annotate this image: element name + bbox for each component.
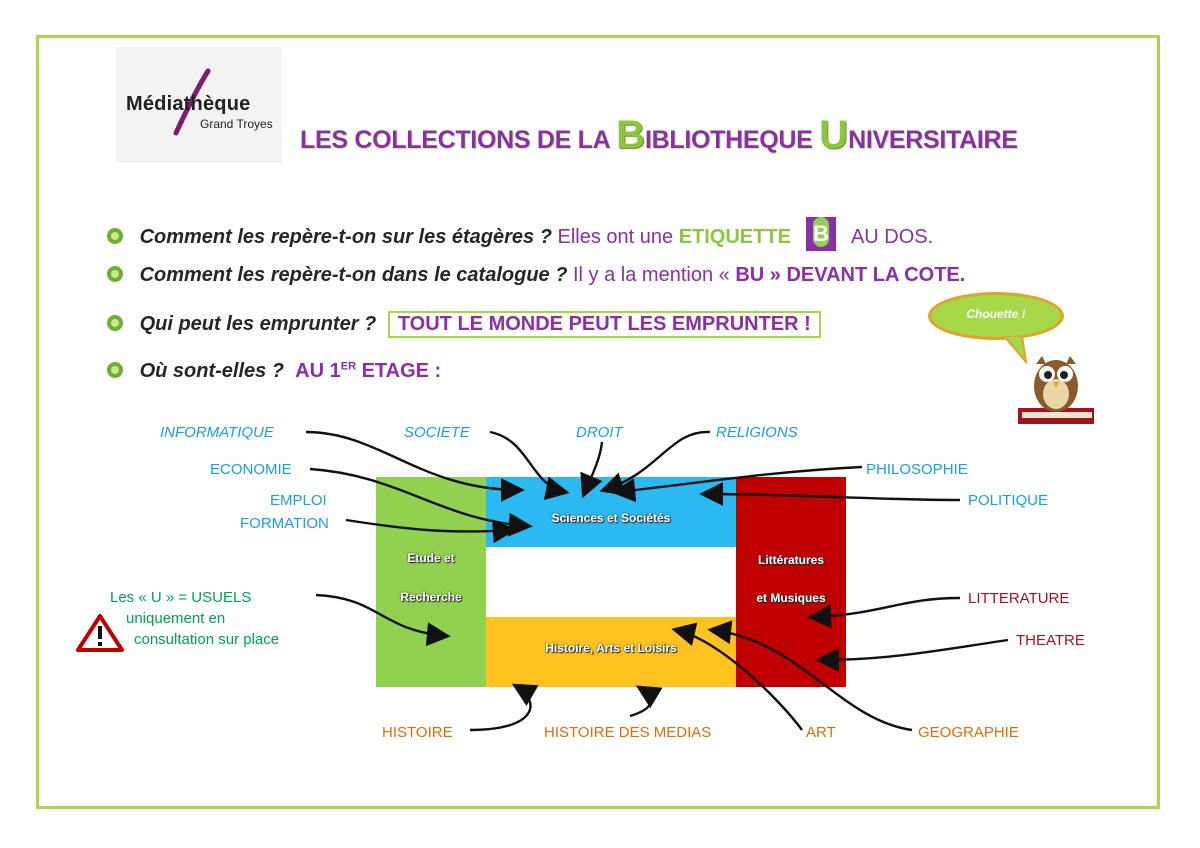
- label-philosophie: PHILOSOPHIE: [866, 461, 968, 478]
- arrow-informatique: [305, 430, 525, 502]
- label-politique: POLITIQUE: [968, 492, 1049, 509]
- answer-text-end: » DEVANT LA COTE.: [769, 264, 966, 286]
- question-line-shelves: Comment les repère-t-on sur les étagères…: [106, 215, 933, 253]
- speech-bubble-tail-icon: [1002, 336, 1028, 364]
- arrow-histoire: [469, 683, 539, 732]
- label-histoire: HISTOIRE: [382, 724, 453, 741]
- block-litteratures-label-1: Littératures: [757, 553, 825, 567]
- arrow-droit: [580, 441, 604, 499]
- title-part-2: IBLIOTHEQUE: [644, 126, 820, 154]
- arrow-theatre: [815, 638, 1009, 672]
- label-droit: DROIT: [576, 424, 623, 441]
- answer-text: AU 1: [295, 360, 341, 382]
- question-text: Comment les repère-t-on sur les étagères…: [139, 226, 552, 248]
- block-sciences-label: Sciences et Sociétés: [551, 511, 671, 525]
- label-usuels-3: consultation sur place: [134, 631, 280, 648]
- answer-superscript: ER: [340, 360, 357, 373]
- label-theatre: THEATRE: [1016, 632, 1085, 649]
- label-histoire-medias: HISTOIRE DES MEDIAS: [544, 724, 712, 741]
- label-geographie: GEOGRAPHIE: [918, 724, 1019, 741]
- mediatheque-logo: Médiathèque Grand Troyes: [116, 47, 282, 163]
- answer-text: Il y a la mention «: [573, 264, 730, 286]
- question-line-catalogue: Comment les repère-t-on dans le catalogu…: [106, 264, 965, 287]
- speech-bubble-text: Chouette !: [966, 307, 1026, 321]
- label-formation: FORMATION: [240, 515, 329, 532]
- owl-on-books-icon: [1018, 356, 1094, 424]
- flower-bullet-icon: [107, 228, 123, 244]
- page-title: LES COLLECTIONS DE LA BIBLIOTHEQUE UNIVE…: [300, 113, 1100, 158]
- bu-label-icon: B: [804, 215, 838, 253]
- block-histoire-label: Histoire, Arts et Loisirs: [545, 641, 677, 655]
- block-etude-label-2: Recherche: [400, 590, 462, 604]
- block-litteratures-label-2: et Musiques: [756, 591, 826, 605]
- logo-sub-text: Grand Troyes: [200, 117, 273, 131]
- answer-text: Elles ont une: [557, 226, 674, 248]
- answer-highlight: BU: [735, 264, 765, 286]
- label-informatique: INFORMATIQUE: [160, 424, 274, 441]
- logo-main-text: Médiathèque: [126, 93, 251, 115]
- label-usuels-2: uniquement en: [126, 610, 226, 627]
- title-part-3: NIVERSITAIRE: [848, 126, 1018, 154]
- flower-bullet-icon: [107, 315, 123, 331]
- flower-bullet-icon: [107, 362, 123, 378]
- title-part-1: LES COLLECTIONS DE LA: [300, 126, 617, 154]
- svg-text:B: B: [814, 221, 830, 246]
- logo-swoosh-icon: [173, 68, 211, 136]
- warning-icon: [76, 614, 124, 652]
- flower-bullet-icon: [107, 266, 123, 282]
- answer-text-end: ETAGE :: [361, 360, 442, 382]
- page-frame: [36, 35, 1160, 809]
- question-text: Comment les repère-t-on dans le catalogu…: [139, 264, 568, 286]
- arrow-emploi-formation: [345, 518, 517, 544]
- speech-bubble: Chouette !: [928, 292, 1064, 340]
- question-line-location: Où sont-elles ? AU 1ER ETAGE :: [106, 360, 441, 383]
- arrow-philosophie: [611, 465, 863, 503]
- title-cap-b: B: [616, 113, 645, 157]
- label-emploi: EMPLOI: [270, 492, 327, 509]
- arrow-geographie: [707, 620, 913, 732]
- arrow-religions: [599, 430, 711, 496]
- arrow-art: [671, 622, 803, 731]
- question-text: Où sont-elles ?: [139, 360, 285, 382]
- answer-text-end: AU DOS.: [850, 226, 934, 248]
- label-art: ART: [806, 724, 836, 741]
- question-line-borrow: Qui peut les emprunter ? TOUT LE MONDE P…: [106, 311, 821, 338]
- block-etude-recherche: Etude et Recherche: [376, 477, 486, 687]
- arrow-societe: [489, 430, 570, 500]
- arrow-histoire-medias: [629, 685, 663, 718]
- answer-box: TOUT LE MONDE PEUT LES EMPRUNTER !: [387, 311, 821, 338]
- arrow-politique: [699, 482, 961, 507]
- label-societe: SOCIETE: [404, 424, 470, 441]
- arrow-litterature: [807, 596, 961, 629]
- block-histoire-arts-loisirs: Histoire, Arts et Loisirs: [486, 617, 736, 687]
- question-text: Qui peut les emprunter ?: [139, 313, 377, 335]
- label-economie: ECONOMIE: [210, 461, 292, 478]
- label-litterature: LITTERATURE: [968, 590, 1070, 607]
- label-usuels-1: Les « U » = USUELS: [110, 589, 252, 606]
- title-cap-u: U: [819, 113, 849, 157]
- answer-highlight: ETIQUETTE: [678, 226, 791, 248]
- arrow-economie: [309, 467, 533, 537]
- label-religions: RELIGIONS: [716, 424, 798, 441]
- arrow-usuels: [315, 593, 451, 647]
- block-etude-label-1: Etude et: [407, 551, 455, 565]
